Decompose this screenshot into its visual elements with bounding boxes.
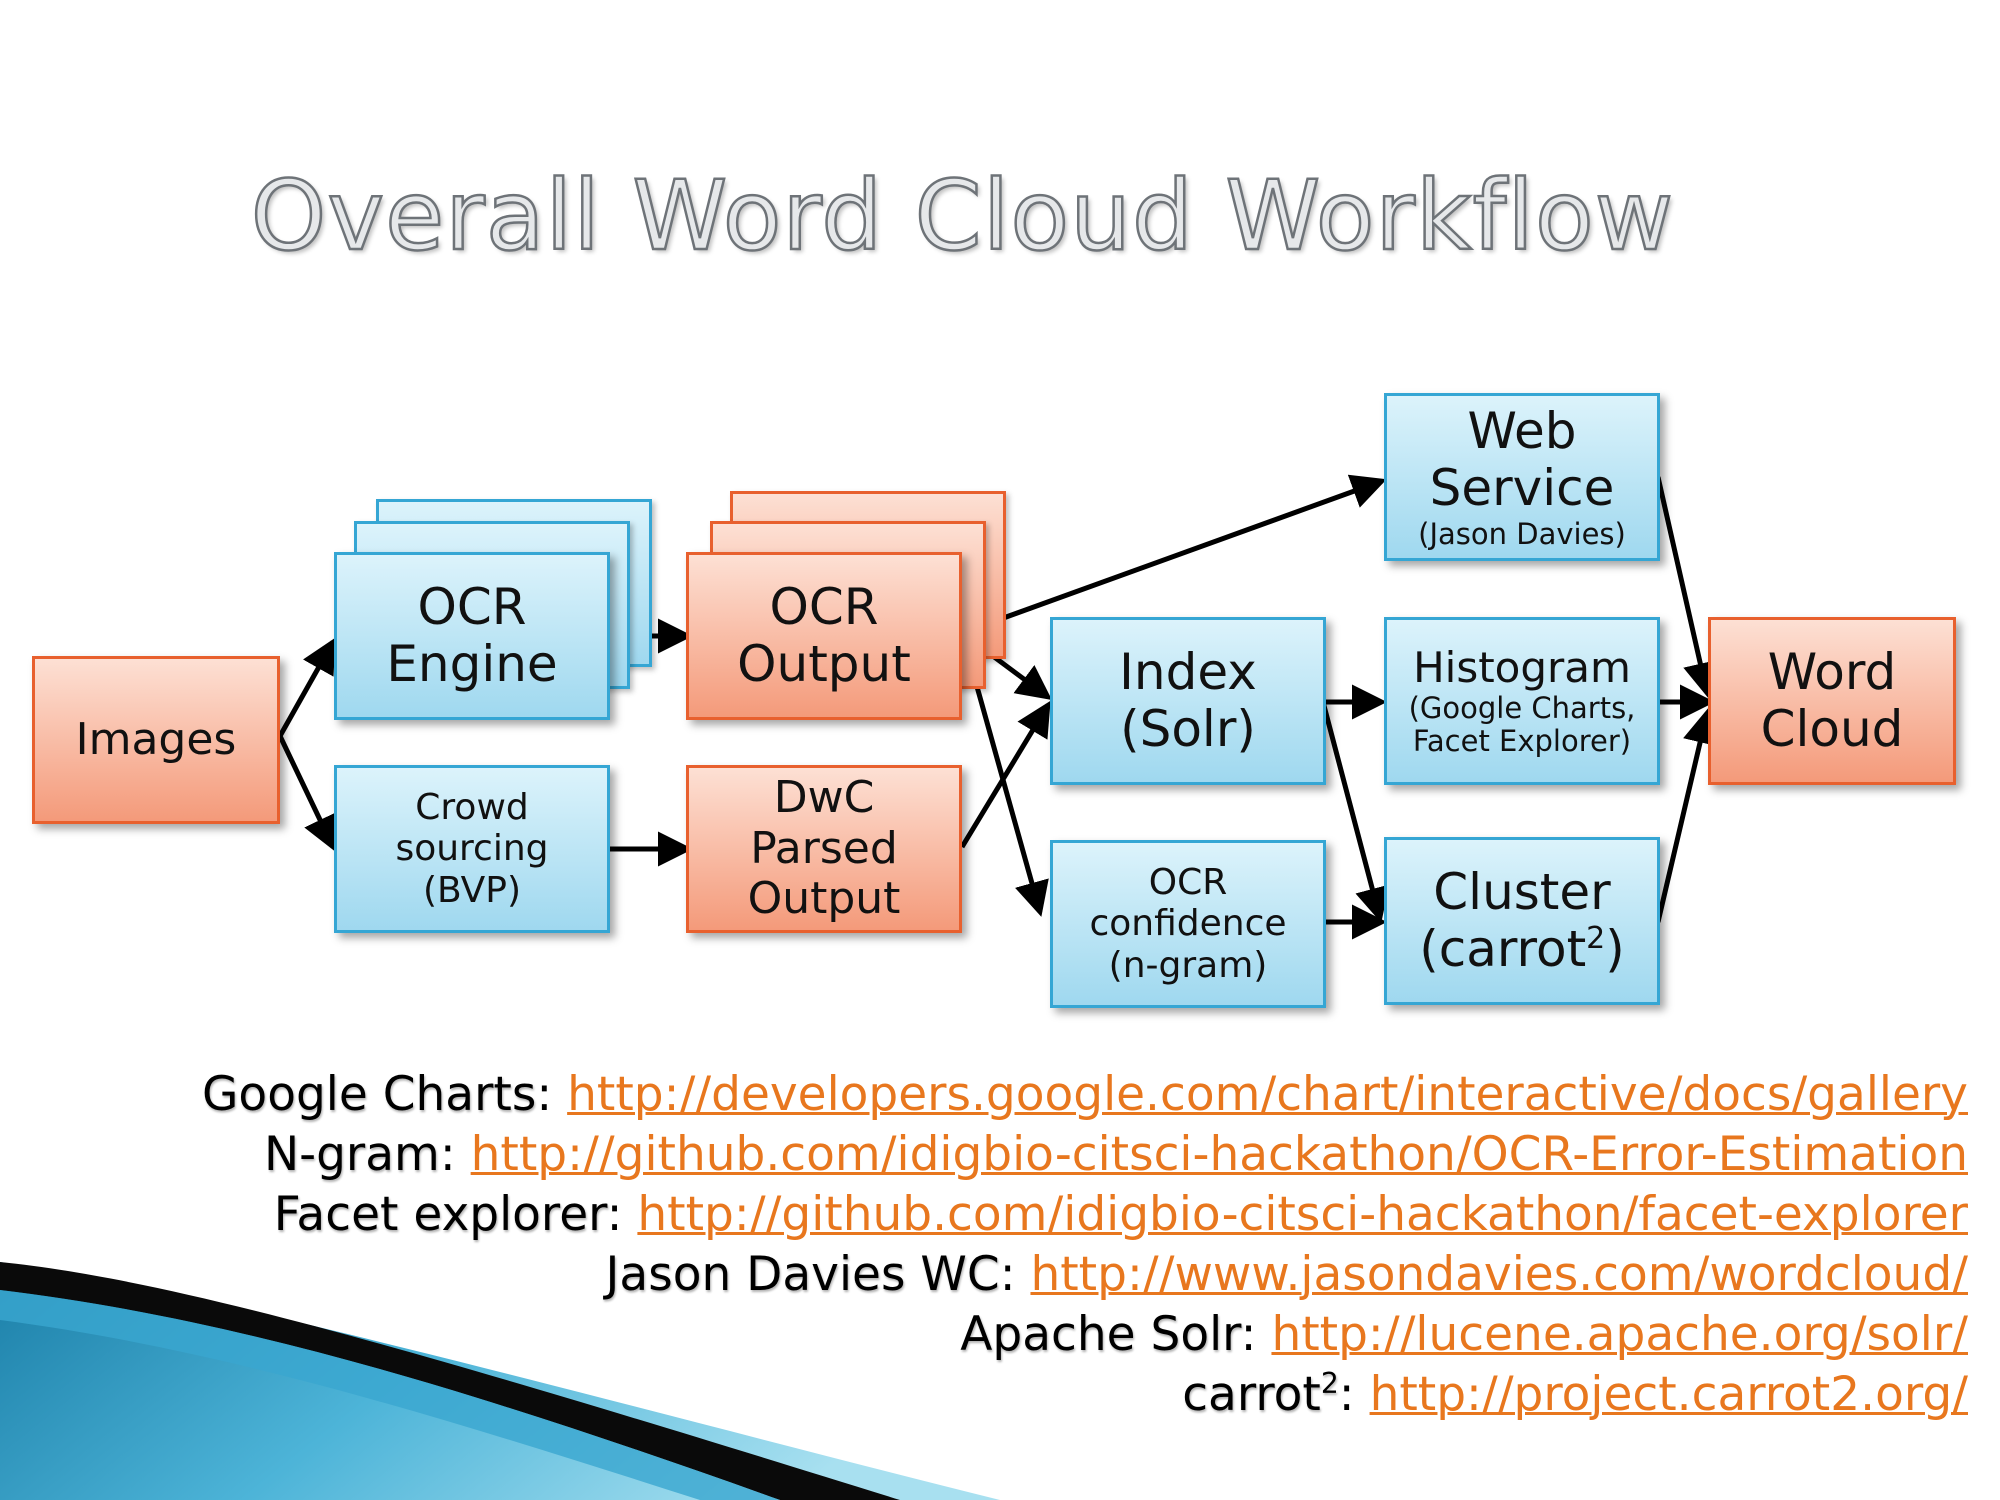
- word-cloud-line-2: Cloud: [1760, 700, 1904, 758]
- ocr-output-line-2: Output: [737, 635, 911, 693]
- reference-google-charts: Google Charts: http://developers.google.…: [202, 1067, 1968, 1122]
- dwc-line-3: Output: [747, 873, 901, 925]
- web-service-node: Web Service (Jason Davies): [1384, 393, 1660, 561]
- reference-label: Jason Davies WC: [605, 1247, 1000, 1302]
- ocr-output-node: OCR Output: [686, 552, 962, 720]
- reference-carrot2: carrot2: http://project.carrot2.org/: [1182, 1367, 1968, 1422]
- crowdsourcing-line-3: (BVP): [422, 869, 521, 911]
- reference-label: carrot2: [1182, 1367, 1339, 1422]
- dwc-line-2: Parsed: [750, 822, 898, 874]
- ocr-engine-node: OCR Engine: [334, 552, 610, 720]
- arrow-images-to-crowdsourcing: [277, 734, 336, 852]
- images-label: Images: [75, 713, 237, 765]
- web-service-line-1: Web: [1467, 401, 1577, 460]
- reference-label: Google Charts: [202, 1067, 537, 1122]
- word-cloud-node: Word Cloud: [1708, 617, 1956, 785]
- ocr-engine-line-2: Engine: [386, 635, 558, 693]
- histogram-line-3: Facet Explorer): [1412, 724, 1632, 759]
- arrow-index-to-cluster: [1320, 701, 1390, 923]
- word-cloud-line-1: Word: [1767, 642, 1897, 701]
- ocr-confidence-line-1: OCR: [1148, 861, 1228, 903]
- ocr-confidence-line-3: (n-gram): [1108, 944, 1268, 986]
- web-service-line-3: (Jason Davies): [1418, 516, 1626, 551]
- slide-title: Overall Word Cloud Workflow: [250, 159, 1675, 274]
- arrow-cluster-to-word-cloud: [1655, 708, 1718, 923]
- crowdsourcing-node: Crowd sourcing (BVP): [334, 765, 610, 933]
- reference-link[interactable]: http://github.com/idigbio-citsci-hackath…: [470, 1127, 1968, 1182]
- crowdsourcing-line-1: Crowd: [415, 786, 529, 828]
- reference-link[interactable]: http://github.com/idigbio-citsci-hackath…: [637, 1187, 1968, 1242]
- reference-link[interactable]: http://lucene.apache.org/solr/: [1271, 1307, 1968, 1362]
- ocr-engine-line-1: OCR: [417, 577, 527, 636]
- cluster-line-2: (carrot2): [1419, 920, 1625, 979]
- index-line-2: (Solr): [1120, 700, 1256, 758]
- arrow-dwc-to-index: [959, 700, 1051, 849]
- dwc-parsed-output-node: DwC Parsed Output: [686, 765, 962, 933]
- reference-label: Apache Solr: [960, 1307, 1241, 1362]
- histogram-line-2: (Google Charts,: [1408, 690, 1636, 725]
- ocr-confidence-node: OCR confidence (n-gram): [1050, 840, 1326, 1008]
- crowdsourcing-line-2: sourcing: [395, 828, 549, 870]
- cluster-close-paren: ): [1605, 920, 1625, 978]
- index-solr-node: Index (Solr): [1050, 617, 1326, 785]
- cluster-superscript: 2: [1586, 921, 1606, 956]
- histogram-node: Histogram (Google Charts, Facet Explorer…: [1384, 617, 1660, 785]
- arrow-ocr-output-to-web-service: [961, 474, 1387, 636]
- arrow-web-service-to-word-cloud: [1655, 476, 1718, 698]
- carrot-superscript: 2: [1320, 1367, 1339, 1401]
- cluster-carrot-text: (carrot: [1419, 920, 1587, 978]
- reference-link[interactable]: http://project.carrot2.org/: [1369, 1367, 1968, 1422]
- ocr-confidence-line-2: confidence: [1089, 903, 1287, 945]
- index-line-1: Index: [1119, 642, 1257, 701]
- cluster-node: Cluster (carrot2): [1384, 837, 1660, 1005]
- ocr-output-line-1: OCR: [769, 577, 879, 636]
- reference-facet-explorer: Facet explorer: http://github.com/idigbi…: [273, 1187, 1968, 1242]
- web-service-line-2: Service: [1429, 459, 1615, 518]
- reference-link[interactable]: http://www.jasondavies.com/wordcloud/: [1030, 1247, 1968, 1302]
- reference-link[interactable]: http://developers.google.com/chart/inter…: [567, 1067, 1968, 1122]
- reference-ngram: N-gram: http://github.com/idigbio-citsci…: [263, 1127, 1968, 1182]
- reference-label: N-gram: [263, 1127, 440, 1182]
- carrot-text: carrot: [1182, 1367, 1321, 1422]
- reference-label: Facet explorer: [273, 1187, 607, 1242]
- images-node: Images: [32, 656, 280, 824]
- histogram-line-1: Histogram: [1413, 642, 1631, 692]
- cluster-line-1: Cluster: [1433, 862, 1611, 921]
- arrow-images-to-ocr-engine: [277, 637, 336, 738]
- references-list: Google Charts: http://developers.google.…: [202, 1065, 1968, 1425]
- reference-apache-solr: Apache Solr: http://lucene.apache.org/so…: [960, 1307, 1968, 1362]
- reference-jason-davies: Jason Davies WC: http://www.jasondavies.…: [605, 1247, 1968, 1302]
- dwc-line-1: DwC: [773, 772, 875, 824]
